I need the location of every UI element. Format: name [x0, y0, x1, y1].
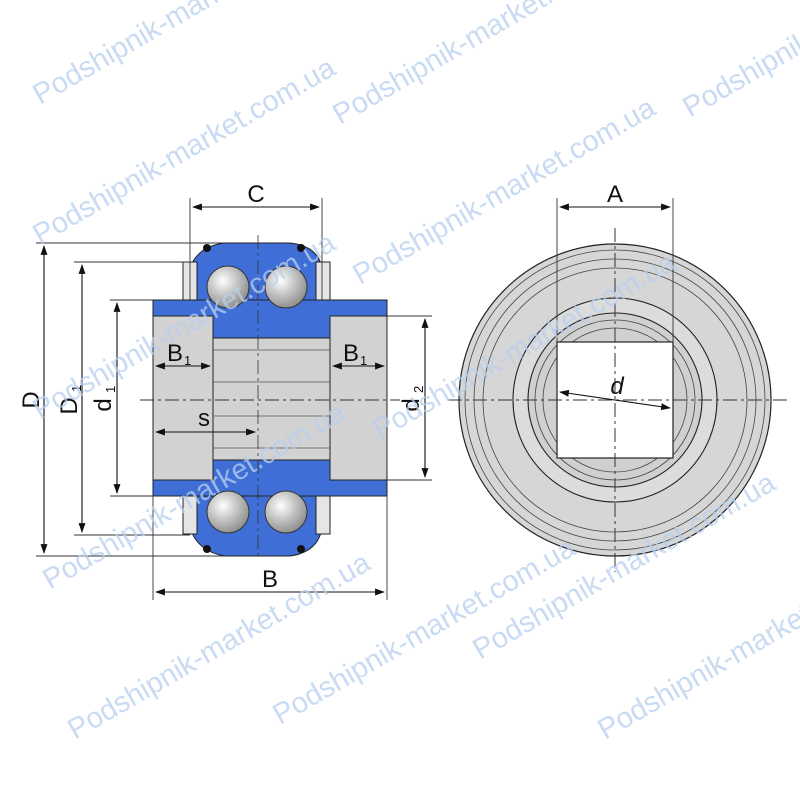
label-B: B [262, 566, 278, 593]
bore-left [152, 315, 214, 481]
seal-dot [203, 545, 211, 553]
seal-dot [297, 545, 305, 553]
label-d1: d 1 [90, 386, 118, 412]
svg-text:d: d [398, 398, 425, 411]
dim-d-diagonal [559, 389, 671, 411]
extension-lines [36, 198, 432, 600]
seal-dot [203, 244, 211, 252]
ring-groove [464, 249, 766, 551]
watermark: Podshipnik-market.com.ua [63, 546, 377, 746]
label-B1-left: B 1 [167, 340, 191, 368]
svg-text:B: B [167, 340, 183, 367]
ball [264, 265, 308, 309]
svg-text:1: 1 [103, 386, 118, 393]
label-d: d [610, 373, 624, 400]
ball [206, 265, 250, 309]
label-C: C [247, 181, 264, 208]
seal-right-bottom [315, 495, 331, 535]
svg-text:B: B [343, 340, 359, 367]
svg-text:1: 1 [69, 385, 84, 392]
dimension-lines [40, 203, 429, 596]
seal-right-top [315, 261, 331, 301]
section-view [140, 235, 400, 560]
label-d2: d 2 [398, 386, 426, 412]
label-B1-right: B 1 [343, 340, 367, 368]
ball [264, 490, 308, 534]
watermark: Podshipnik-market.com.ua [328, 0, 642, 131]
label-D: D [18, 391, 45, 408]
front-dimension-lines [556, 198, 674, 411]
svg-text:D: D [18, 391, 45, 408]
svg-text:1: 1 [360, 353, 367, 368]
seal-dot [297, 244, 305, 252]
bore-center [212, 337, 331, 461]
svg-text:D: D [56, 397, 83, 414]
label-D1: D 1 [56, 385, 84, 415]
label-s: s [198, 405, 210, 432]
ball [206, 490, 250, 534]
watermark: Podshipnik-market.com.ua [678, 0, 800, 124]
svg-text:2: 2 [411, 386, 426, 393]
label-A: A [607, 181, 623, 208]
svg-text:d: d [90, 398, 117, 411]
svg-text:1: 1 [184, 353, 191, 368]
